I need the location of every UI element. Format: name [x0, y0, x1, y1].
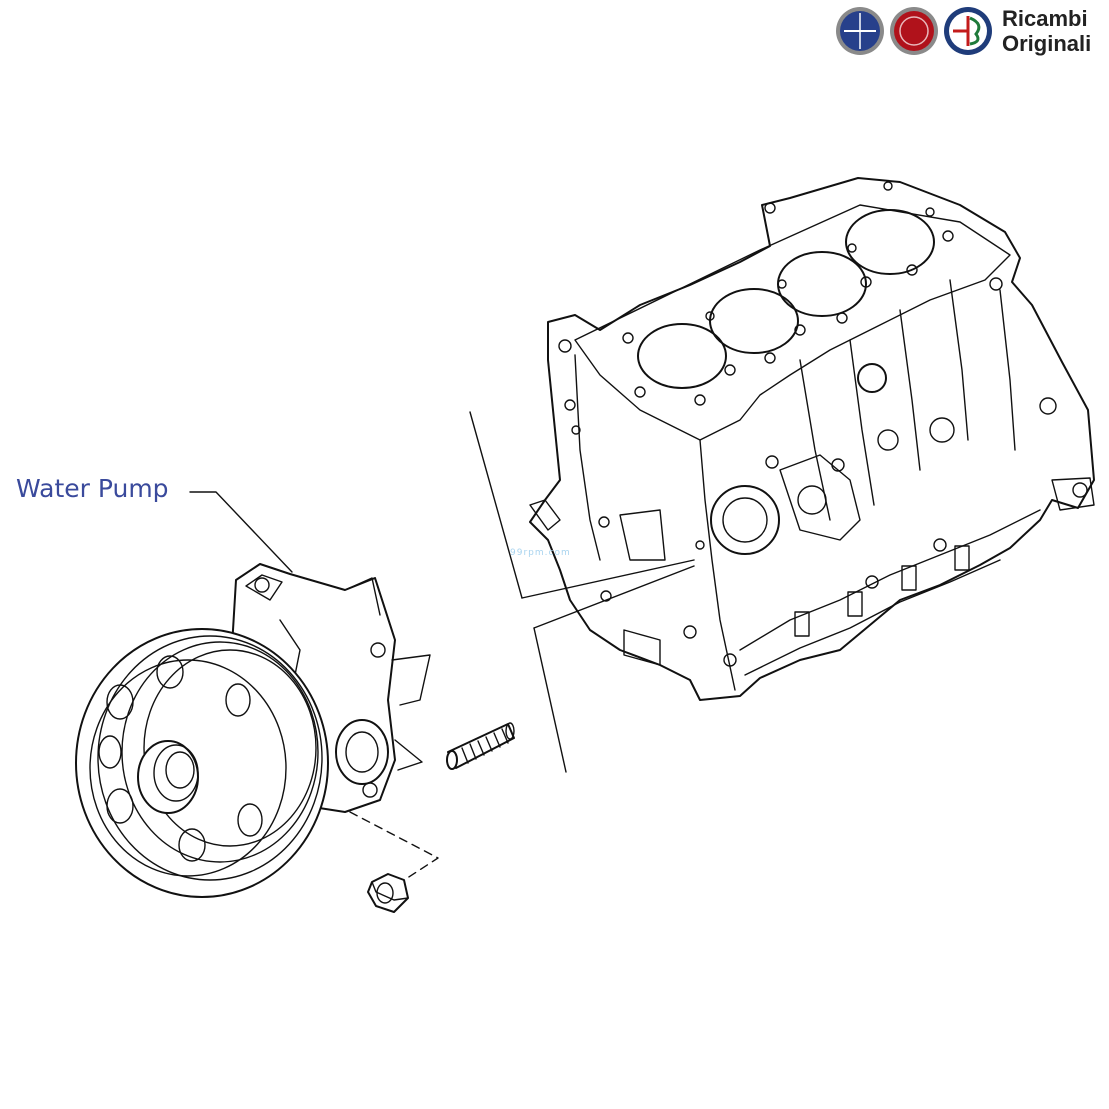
assembly-dashed-line	[349, 811, 439, 885]
alfa-romeo-logo	[944, 7, 992, 55]
brand-wordmark: Ricambi Originali	[1002, 6, 1091, 56]
brand-line-1: Ricambi	[1002, 6, 1088, 31]
brand-line-2: Originali	[1002, 31, 1092, 56]
brand-header: Ricambi Originali	[836, 4, 1104, 58]
brand-logos	[836, 7, 992, 55]
water-pump-label: Water Pump	[16, 474, 169, 503]
watermark-text: 99rpm.com	[510, 548, 571, 558]
fiat-logo	[890, 7, 938, 55]
lancia-logo	[836, 7, 884, 55]
hex-nut	[367, 873, 409, 913]
stud-bolt	[446, 722, 515, 770]
leader-lines	[469, 411, 695, 773]
water-pump	[75, 563, 431, 898]
engine-block	[529, 177, 1095, 701]
callout-leader	[189, 491, 293, 573]
